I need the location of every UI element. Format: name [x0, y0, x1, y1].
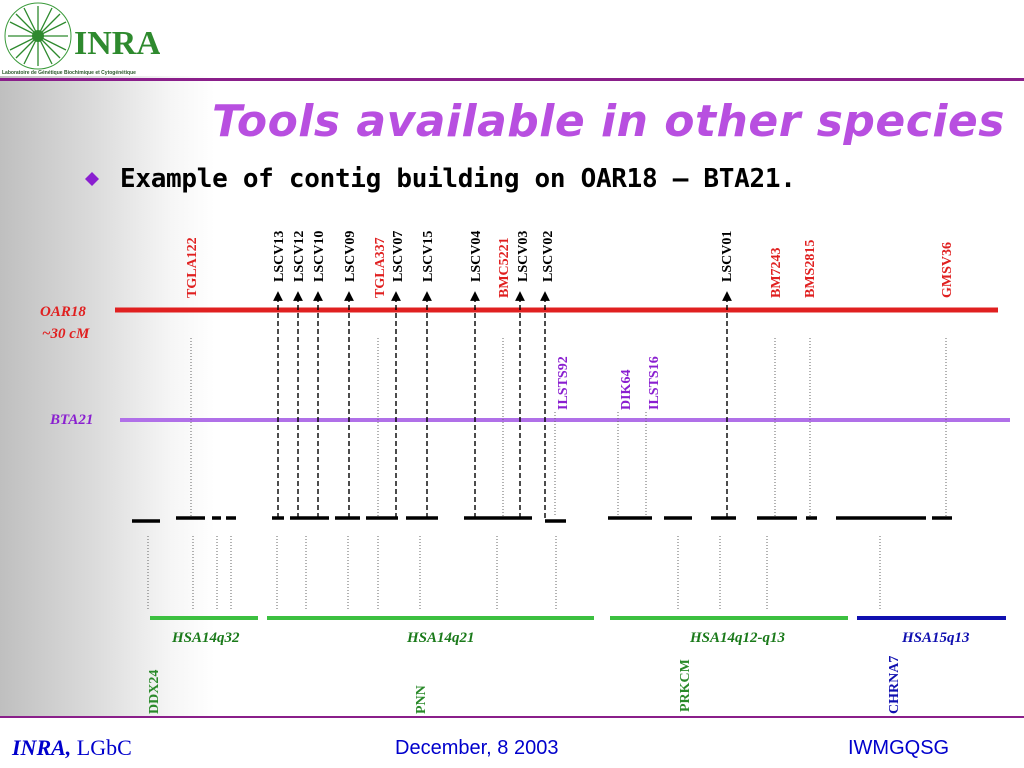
marker-tgla122-label: TGLA122 [185, 237, 200, 298]
logo-text: INRA [74, 25, 160, 62]
marker-lscv02-label: LSCV02 [541, 231, 556, 282]
marker-lscv10-label: LSCV10 [312, 231, 327, 282]
side-gradient [0, 76, 215, 716]
footer-date: December, 8 2003 [395, 737, 559, 759]
dotted-connectors-lower [147, 536, 881, 610]
lab-name: Laboratoire de Génétique Biochimique et … [2, 70, 136, 76]
gene-prkcm-label: PRKCM [678, 659, 693, 712]
hsa14q21-label: HSA14q21 [406, 630, 475, 646]
footer-rule [0, 716, 1024, 718]
marker-lscv03-label: LSCV03 [516, 231, 531, 282]
footer-org: INRA, LGbC [12, 735, 132, 761]
marker-ilsts92-label: ILSTS92 [556, 356, 571, 410]
marker-lscv01-label: LSCV01 [720, 231, 735, 282]
marker-lscv04-label: LSCV04 [469, 231, 484, 282]
bta21-marker-labels: ILSTS92 DIK64 ILSTS16 [556, 356, 662, 410]
oar18-label: OAR18 [40, 304, 86, 320]
gene-ddx24-label: DDX24 [147, 670, 162, 714]
dotted-connectors-upper [190, 338, 947, 516]
oar18-length-label: ~30 cM [42, 326, 90, 342]
marker-bms2815-label: BMS2815 [803, 240, 818, 298]
page-title: Tools available in other species [212, 96, 1005, 147]
marker-lscv07-label: LSCV07 [391, 231, 406, 282]
marker-bmc5221-label: BMC5221 [497, 237, 512, 298]
header-rule [0, 78, 1024, 81]
marker-tgla337-label: TGLA337 [373, 237, 388, 298]
subtitle: Example of contig building on OAR18 – BT… [120, 164, 796, 194]
contig-diagram: OAR18 ~30 cM BTA21 TGLA122 LSCV13 LSCV12… [40, 231, 1010, 714]
footer-event: IWMGQSG [848, 737, 950, 759]
logo-wheat-icon [4, 2, 72, 70]
hsa14q12-q13-label: HSA14q12-q13 [689, 630, 786, 646]
gene-chrna7-label: CHRNA7 [887, 656, 902, 714]
footer-org-name: INRA, [12, 735, 72, 760]
oar18-marker-labels: TGLA122 LSCV13 LSCV12 LSCV10 LSCV09 TGLA… [185, 231, 955, 298]
marker-lscv15-label: LSCV15 [421, 231, 436, 282]
gene-pnn-label: PNN [414, 685, 429, 714]
hsa15q13-label: HSA15q13 [901, 630, 970, 646]
marker-gmsv36-label: GMSV36 [940, 242, 955, 298]
footer-lab-name: LGbC [76, 735, 132, 760]
bta21-label: BTA21 [49, 412, 93, 428]
marker-dik64-label: DIK64 [619, 370, 634, 410]
marker-ilsts16-label: ILSTS16 [647, 356, 662, 410]
marker-lscv09-label: LSCV09 [343, 231, 358, 282]
bullet-diamond-icon [85, 172, 99, 186]
marker-lscv13-label: LSCV13 [272, 231, 287, 282]
hsa14q32-label: HSA14q32 [171, 630, 240, 646]
marker-bm7243-label: BM7243 [769, 247, 784, 298]
inra-logo: INRA [4, 2, 160, 70]
contig-fragments [132, 516, 952, 523]
marker-lscv12-label: LSCV12 [292, 231, 307, 282]
marker-arrows [273, 291, 732, 518]
